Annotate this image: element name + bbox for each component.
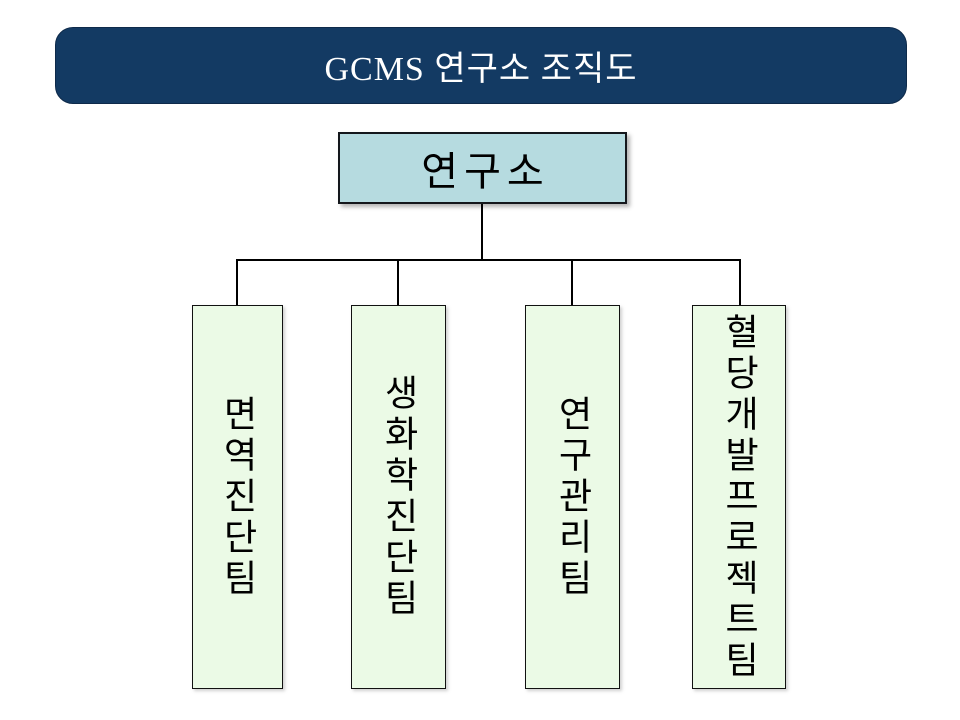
team-box-immunology-diagnosis: 면역진단팀 (192, 305, 283, 689)
connector-drop-3 (571, 259, 573, 306)
org-root-box: 연구소 (338, 132, 627, 204)
slide-title: GCMS 연구소 조직도 (324, 51, 638, 88)
connector-horizontal (236, 259, 741, 261)
team-label-biochemistry-diagnosis: 생화학진단팀 (378, 374, 419, 620)
connector-drop-1 (236, 259, 238, 306)
connector-drop-2 (397, 259, 399, 306)
connector-drop-4 (739, 259, 741, 306)
team-label-research-management: 연구관리팀 (552, 394, 593, 600)
team-box-research-management: 연구관리팀 (525, 305, 620, 689)
connector-stem (481, 204, 483, 260)
org-root-label: 연구소 (421, 149, 550, 194)
team-box-blood-glucose-development-project: 혈당개발프로젝트팀 (692, 305, 786, 689)
title-banner: GCMS 연구소 조직도 (55, 27, 907, 104)
team-box-biochemistry-diagnosis: 생화학진단팀 (351, 305, 446, 689)
team-label-immunology-diagnosis: 면역진단팀 (217, 394, 258, 600)
team-label-blood-glucose-development-project: 혈당개발프로젝트팀 (719, 312, 759, 682)
